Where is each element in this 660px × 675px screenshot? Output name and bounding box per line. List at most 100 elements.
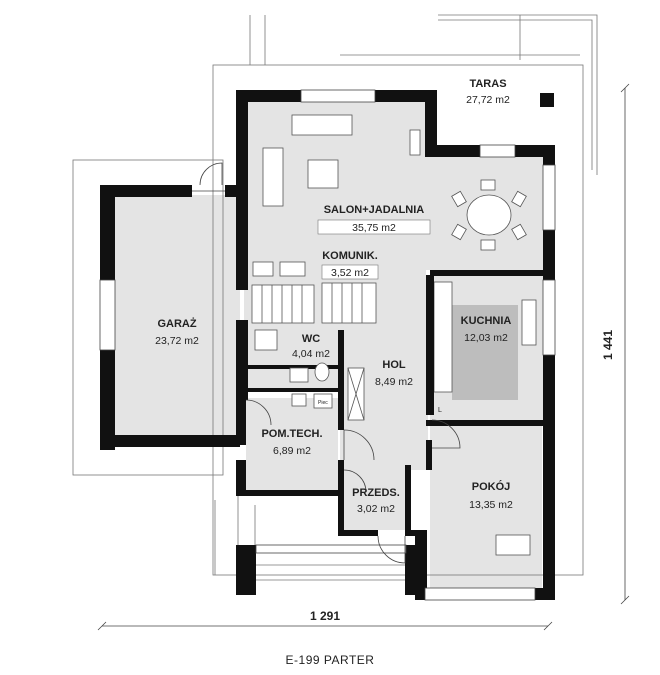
kitchen-mark: L: [438, 407, 442, 414]
wall: [426, 275, 434, 415]
wall: [426, 420, 546, 426]
wall: [375, 90, 437, 102]
plan-title: E-199 PARTER: [286, 653, 375, 667]
dining-chair: [451, 223, 467, 241]
wall: [426, 440, 432, 470]
sofa: [262, 147, 284, 207]
wall: [405, 465, 411, 535]
boiler-label: Piec: [318, 400, 328, 406]
dining-chair: [480, 239, 496, 251]
dimension-tick: [620, 83, 630, 93]
dining-chair: [511, 190, 527, 208]
pergola-line: [438, 19, 593, 170]
wall: [430, 270, 548, 276]
stairs: [251, 282, 377, 324]
wall: [543, 145, 555, 165]
wall: [543, 230, 555, 280]
window: [542, 279, 556, 356]
wall: [236, 90, 301, 102]
door-swing: [377, 535, 406, 564]
door-swing: [431, 419, 461, 449]
kitchen-counter-right: [521, 299, 537, 346]
wall: [100, 435, 240, 447]
wall: [236, 90, 248, 290]
terrace-outline: [212, 64, 584, 576]
room-labels: TARAS 27,72 m2 SALON+JADALNIA 35,75 m2 K…: [155, 78, 513, 515]
garage-apron: [72, 159, 224, 476]
room-area-pomtech: 6,89 m2: [273, 445, 311, 457]
door-swing: [343, 429, 375, 461]
wall: [405, 545, 427, 595]
area-box: [317, 219, 431, 235]
room-area-garaz: 23,72 m2: [155, 335, 199, 347]
wall: [405, 530, 427, 536]
room-area-pokoj: 13,35 m2: [469, 499, 513, 511]
door-swing: [199, 162, 223, 186]
wall: [236, 490, 341, 496]
dimension-width-label: 1 291: [310, 609, 340, 623]
room-name-garaz: GARAŻ: [157, 317, 196, 330]
wall: [338, 460, 344, 530]
stair-flight-right: [321, 282, 377, 324]
dimension-tick: [543, 621, 553, 631]
chimney: [540, 93, 554, 107]
room-name-salon: SALON+JADALNIA: [324, 204, 425, 216]
wall: [236, 395, 246, 445]
coffee-table: [307, 159, 339, 189]
wall: [248, 365, 340, 369]
dimension-tick: [97, 621, 107, 631]
doors: [245, 399, 461, 564]
desk: [495, 534, 531, 556]
room-name-przeds: PRZEDS.: [352, 487, 400, 499]
door-swing: [343, 469, 367, 493]
room-name-pokoj: POKÓJ: [472, 480, 511, 493]
windows: [99, 89, 556, 601]
walls: [100, 90, 555, 600]
dimension-height-label: 1 441: [601, 330, 615, 360]
door-swing: [245, 399, 272, 426]
tv-cabinet: [291, 114, 353, 136]
room-name-pomtech: POM.TECH.: [261, 428, 322, 440]
wall: [100, 185, 192, 197]
wall: [236, 545, 256, 595]
kitchen-island: [452, 305, 518, 400]
dimension-tick: [620, 595, 630, 605]
dimension-width: 1 291: [97, 609, 553, 631]
kitchen-counter: [433, 281, 453, 393]
window: [479, 144, 516, 158]
room-name-komunik: KOMUNIK.: [322, 250, 378, 262]
window: [424, 587, 536, 601]
window: [255, 544, 407, 554]
wall: [248, 388, 340, 392]
room-area-hol: 8,49 m2: [375, 376, 413, 388]
room-area-salon: 35,75 m2: [352, 222, 396, 234]
pergola-line: [438, 14, 598, 175]
room-area-wc: 4,04 m2: [292, 348, 330, 360]
pokoj-floor: [430, 420, 542, 592]
wall: [425, 90, 437, 155]
dining-chair: [511, 223, 527, 241]
garage-door: [192, 162, 225, 192]
room-area-przeds: 3,02 m2: [357, 503, 395, 515]
garage-floor: [115, 195, 240, 435]
outer-outlines: [72, 14, 598, 581]
dining-chair: [451, 190, 467, 208]
dining-table: [466, 194, 512, 236]
shower: [254, 329, 278, 351]
sink: [291, 393, 307, 407]
room-area-komunik: 3,52 m2: [331, 267, 369, 279]
room-area-taras: 27,72 m2: [466, 94, 510, 106]
window: [542, 164, 556, 231]
furniture: [252, 114, 531, 556]
boiler: [313, 393, 333, 409]
window: [99, 279, 116, 351]
wall: [425, 145, 480, 157]
room-area-kuchnia: 12,03 m2: [464, 332, 508, 344]
area-box: [321, 264, 379, 280]
dimension-height: 1 441: [601, 83, 630, 605]
washbasin: [289, 367, 309, 383]
room-name-kuchnia: KUCHNIA: [461, 315, 512, 327]
wall: [338, 330, 344, 430]
fridge: [279, 261, 306, 277]
